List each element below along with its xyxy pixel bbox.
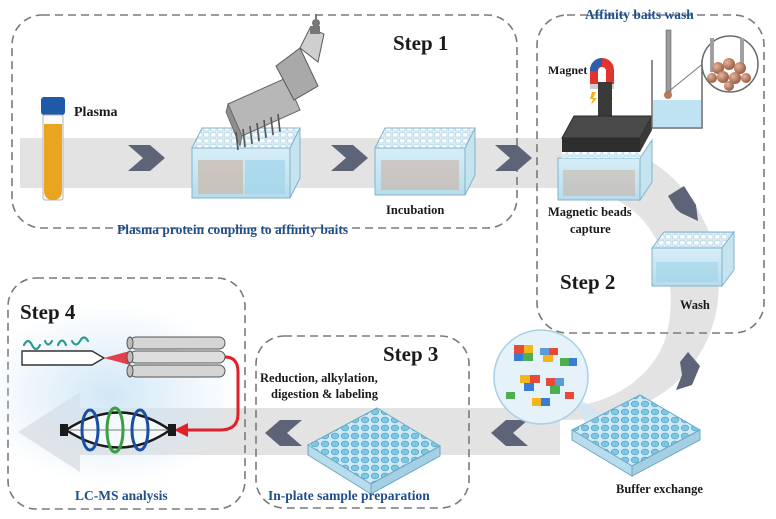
magnet-label: Magnet bbox=[548, 63, 587, 77]
step1-title: Step 1 bbox=[393, 31, 448, 55]
well-plate-icon bbox=[374, 127, 476, 196]
step3-title: Step 3 bbox=[383, 342, 438, 366]
plasma-coupling-caption: Plasma protein coupling to affinity bait… bbox=[117, 222, 348, 237]
chevron-left-icon bbox=[265, 420, 302, 446]
step3-box bbox=[255, 335, 470, 509]
reduction-label-line1: Reduction, alkylation, bbox=[260, 371, 378, 385]
chevron-right-icon bbox=[495, 145, 532, 171]
chevron-group bbox=[128, 145, 700, 446]
well-plate-icon bbox=[651, 230, 735, 288]
reduction-label-line2: digestion & labeling bbox=[271, 387, 379, 401]
mass-spectrometer-icon bbox=[21, 336, 240, 454]
chevron-down-icon bbox=[668, 186, 698, 221]
step1-box bbox=[11, 14, 518, 229]
step2-box bbox=[536, 14, 765, 334]
plasma-label: Plasma bbox=[74, 105, 118, 120]
step4-title: Step 4 bbox=[20, 300, 76, 324]
buffer-exchange-label: Buffer exchange bbox=[616, 482, 703, 496]
wash-label: Wash bbox=[680, 298, 710, 312]
chevron-right-icon bbox=[128, 145, 165, 171]
step2-title: Step 2 bbox=[560, 270, 615, 294]
well-plate-icon bbox=[557, 82, 653, 202]
magnetic-beads-label-line1: Magnetic beads bbox=[548, 205, 632, 219]
bead-vial-icon bbox=[651, 29, 759, 129]
magnetic-beads-label-line2: capture bbox=[570, 222, 611, 236]
incubation-label: Incubation bbox=[386, 203, 444, 217]
chevron-right-icon bbox=[331, 145, 368, 171]
well-plate-icon bbox=[306, 407, 442, 495]
chevron-down-icon bbox=[676, 352, 700, 390]
affinity-baits-wash-caption: Affinity baits wash bbox=[585, 7, 694, 22]
in-plate-prep-caption: In-plate sample preparation bbox=[268, 488, 430, 503]
multichannel-pipette-icon bbox=[225, 14, 325, 151]
ms-glow bbox=[0, 305, 240, 485]
plasma-tube-icon bbox=[41, 97, 65, 201]
chevron-left-icon bbox=[491, 420, 528, 446]
lcms-caption: LC-MS analysis bbox=[75, 488, 168, 503]
well-plate-icon bbox=[191, 127, 301, 199]
well-plate-icon bbox=[570, 394, 702, 477]
